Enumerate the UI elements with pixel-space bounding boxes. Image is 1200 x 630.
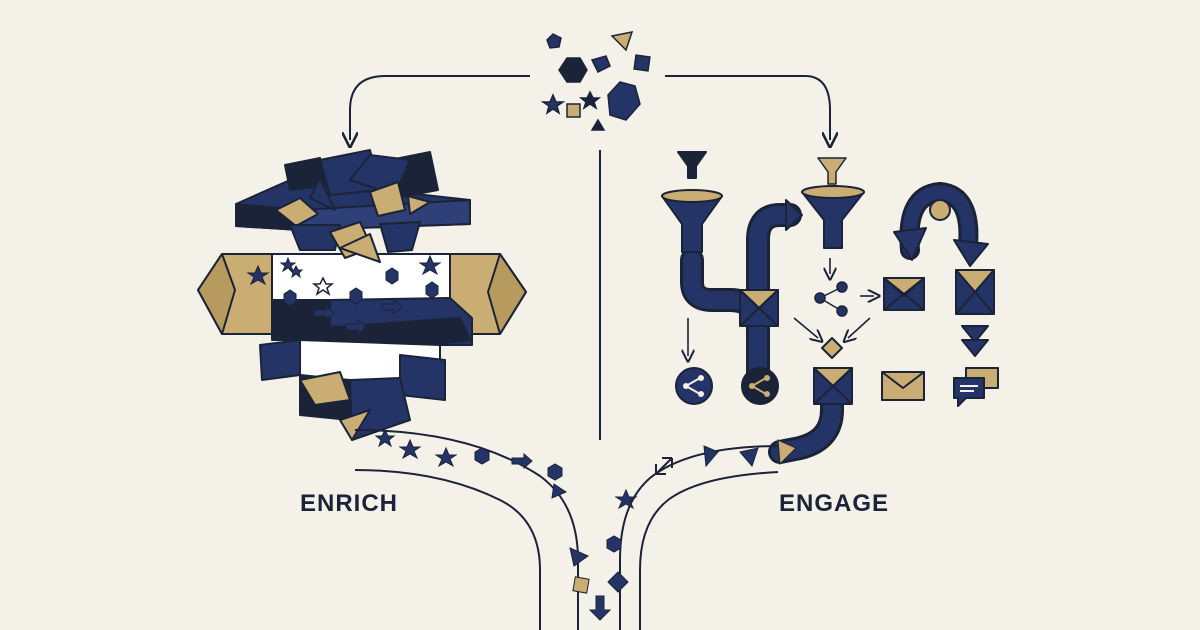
star-icon — [374, 428, 396, 448]
junction-box — [739, 289, 779, 327]
share-node-icon — [741, 367, 779, 405]
arrow-down-icon — [588, 595, 612, 621]
star-icon — [246, 264, 270, 286]
star-outline-icon — [311, 276, 335, 296]
chevron-down-icon — [961, 339, 989, 357]
flow-arrows — [688, 258, 874, 356]
arrow-right-connector — [665, 75, 830, 140]
loop-node — [929, 199, 951, 221]
hexagon-icon — [474, 447, 490, 465]
left-interior-icons — [246, 254, 442, 336]
arrow-right-icon — [313, 304, 335, 322]
stream-left-border-outer — [354, 429, 579, 630]
hexagon-icon — [606, 535, 622, 553]
stream-right-border-inner — [639, 471, 779, 630]
funnel-icon-large — [661, 195, 723, 253]
engage-label: ENGAGE — [779, 490, 890, 517]
hexagon-icon — [425, 281, 439, 299]
chat-bubbles-icon — [953, 367, 999, 407]
diamond-icon — [821, 337, 843, 359]
funnel-icon-large-right — [801, 191, 865, 249]
hexagon-icon — [385, 267, 399, 285]
pipe-arrow-head — [785, 199, 803, 231]
stream-right-border-outer — [619, 445, 781, 630]
share-icon — [814, 281, 848, 317]
star-icon — [418, 254, 442, 276]
delivery-box-icon — [955, 269, 995, 315]
star-icon — [614, 488, 638, 510]
chevron-down-icon — [961, 325, 989, 343]
envelope-gold-navy-icon — [883, 277, 925, 311]
star-icon — [434, 446, 458, 468]
arrow-right-icon — [511, 452, 533, 470]
diamond-icon — [607, 571, 629, 593]
star-icon — [279, 256, 297, 273]
triangle-icon — [703, 445, 719, 468]
share-node-icon — [675, 367, 713, 405]
hexagon-icon — [547, 463, 563, 481]
square-icon — [572, 576, 590, 594]
enrich-label: ENRICH — [300, 490, 399, 517]
star-icon — [288, 264, 304, 279]
stream-shapes — [374, 428, 797, 621]
arrow-diagonal-icon — [655, 457, 673, 475]
loop-arrow-head-right — [953, 239, 989, 267]
funnel-icon-outline — [817, 157, 847, 185]
stream-left-border-inner — [354, 469, 541, 630]
triangle-icon — [551, 483, 568, 499]
shapes-cluster-icon — [540, 31, 651, 131]
merging-stream — [354, 429, 781, 630]
isometric-enrichment-block-icon — [197, 149, 527, 441]
arrow-left-connector — [350, 75, 530, 140]
star-icon — [398, 438, 422, 460]
hexagon-icon — [349, 287, 363, 305]
envelope-icon — [881, 371, 925, 401]
arrow-right-icon — [345, 318, 367, 336]
triangle-icon — [777, 439, 797, 466]
arrow-right-icon — [381, 298, 403, 316]
triangle-icon — [739, 447, 759, 467]
loop-arrow-head-left — [893, 227, 927, 261]
triangle-icon — [569, 547, 590, 567]
hexagon-icon — [283, 289, 297, 307]
funnel-icon-small — [677, 151, 707, 179]
junction-box-lower — [813, 367, 853, 405]
